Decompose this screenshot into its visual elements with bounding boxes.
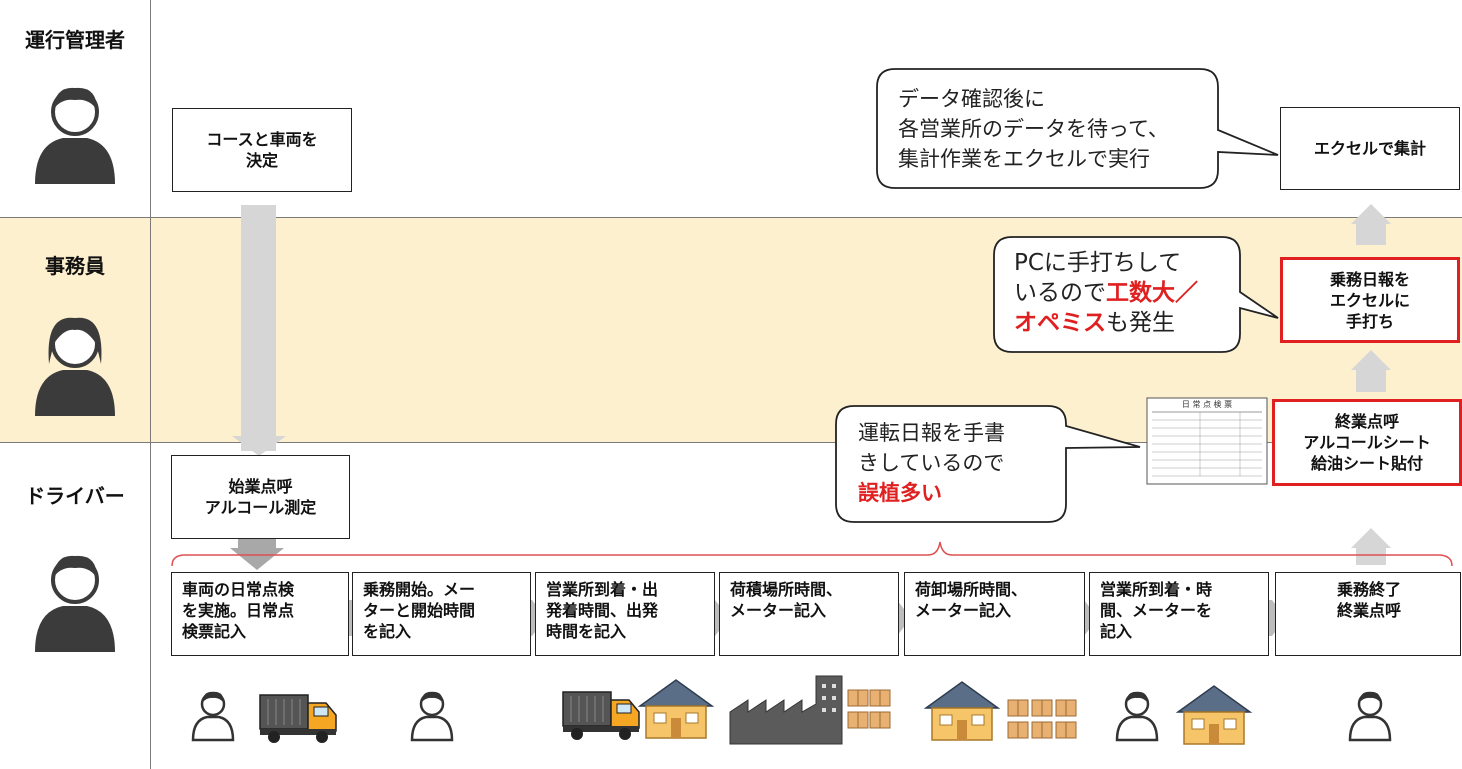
step-1-box: 車両の日常点検 を実施。日常点 検票記入 [171, 572, 349, 656]
step1-person-icon [191, 690, 235, 742]
person-clerk-icon [35, 317, 115, 416]
step7-person-icon [1348, 690, 1392, 742]
manual-entry-box: 乗務日報を エクセルに 手打ち [1280, 257, 1460, 343]
role-label-driver: ドライバー [25, 484, 125, 508]
steps-brace [171, 541, 1453, 567]
step2-person-icon [410, 690, 454, 742]
step5-house-icon [925, 681, 999, 741]
role-label-manager: 運行管理者 [25, 28, 125, 52]
callout-clerk-bubble [993, 236, 1279, 353]
flow-arrow-down-2 [230, 532, 284, 570]
flow-arrow-up-3 [1351, 204, 1391, 245]
role-column-divider [150, 0, 151, 769]
lane-divider-2 [0, 442, 1462, 443]
step5-boxes-icon [1007, 699, 1077, 739]
callout-clerk-line3: オペミスも発生 [1014, 308, 1244, 338]
step4-factory-icon [729, 675, 843, 745]
step-7-box: 乗務終了 終業点呼 [1275, 572, 1461, 656]
person-driver-icon [33, 553, 117, 654]
start-rollcall-box: 始業点呼 アルコール測定 [171, 455, 350, 539]
step-2-box: 乗務開始。メー ターと開始時間 を記入 [352, 572, 531, 656]
callout-clerk-line3-post: も発生 [1106, 310, 1175, 336]
callout-driver-text: 運転日報を手書 きしているので 誤植多い [858, 418, 1068, 508]
step6-house-icon [1177, 685, 1251, 745]
callout-driver-bubble [835, 405, 1141, 523]
step4-boxes-icon [847, 689, 891, 729]
step6-person-icon [1115, 690, 1159, 742]
callout-driver-highlight: 誤植多い [858, 481, 942, 505]
callout-driver-line2: きしているので [858, 451, 1005, 475]
flow-arrow-up-2 [1351, 350, 1391, 392]
person-manager-icon [33, 85, 117, 186]
flow-arrow-up-1 [1351, 528, 1391, 565]
excel-total-box: エクセルで集計 [1280, 107, 1460, 190]
report-form-title: 日 常 点 検 票 [1181, 400, 1233, 409]
step-3-box: 営業所到着・出 発着時間、出発 時間を記入 [535, 572, 715, 656]
end-paste-box: 終業点呼 アルコールシート 給油シート貼付 [1272, 399, 1462, 486]
callout-driver-line1: 運転日報を手書 [858, 421, 1005, 445]
decide-course-box: コースと車両を 決定 [172, 108, 352, 192]
callout-manager-text: データ確認後に 各営業所のデータを待って、 集計作業をエクセルで実行 [898, 87, 1169, 171]
lane-divider-1 [0, 217, 1462, 218]
step3-truck-icon [562, 691, 640, 741]
callout-clerk-highlight-1: 工数大／ [1106, 280, 1198, 306]
report-form-thumbnail [1146, 397, 1268, 485]
step1-truck-icon [259, 694, 337, 744]
step3-house-icon [639, 679, 713, 739]
callout-clerk-text: PCに手打ちして いるので工数大／ オペミスも発生 [1014, 248, 1244, 338]
callout-clerk-line2-pre: いるので [1014, 280, 1106, 306]
callout-clerk-line2: いるので工数大／ [1014, 278, 1244, 308]
flow-arrow-down [232, 205, 286, 456]
callout-manager-bubble [876, 68, 1279, 189]
step-6-box: 営業所到着・時 間、メーターを 記入 [1089, 572, 1269, 656]
step-4-box: 荷積場所時間、 メーター記入 [719, 572, 899, 656]
step-5-box: 荷卸場所時間、 メーター記入 [904, 572, 1085, 656]
callout-clerk-line1: PCに手打ちして [1014, 250, 1182, 276]
role-label-clerk: 事務員 [45, 254, 105, 278]
callout-clerk-highlight-2: オペミス [1014, 310, 1106, 336]
